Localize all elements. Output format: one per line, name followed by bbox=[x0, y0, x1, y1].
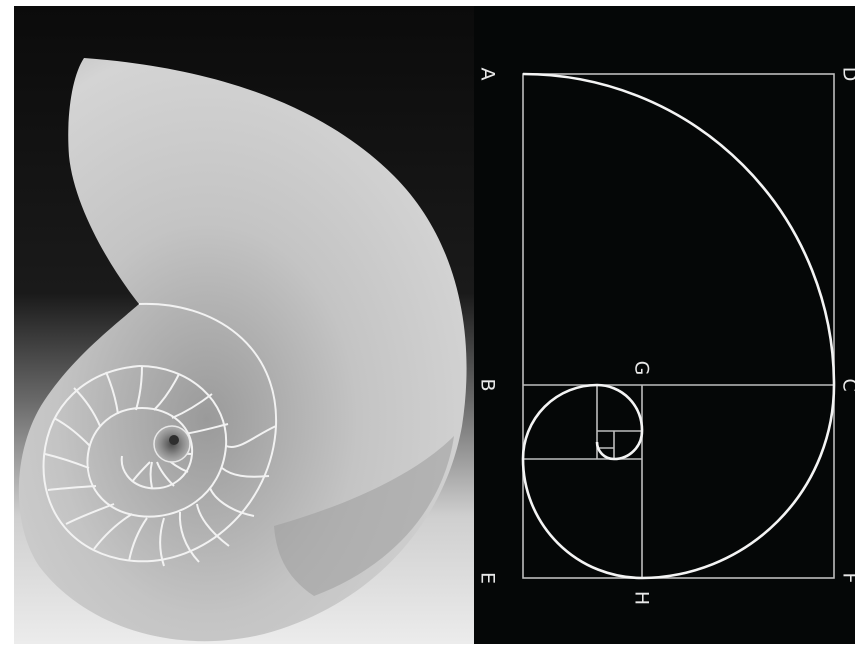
shell-core-center bbox=[169, 435, 179, 445]
golden-spiral-diagram: A B E G H D C F bbox=[474, 6, 855, 644]
nautilus-shell-photo bbox=[14, 6, 474, 644]
nautilus-shell-illustration bbox=[14, 6, 474, 644]
label-a: A bbox=[476, 68, 498, 81]
golden-spiral-svg: A B E G H D C F bbox=[474, 6, 855, 644]
label-b: B bbox=[476, 378, 498, 391]
label-f: F bbox=[838, 573, 855, 584]
diagram-background bbox=[474, 6, 855, 644]
label-d: D bbox=[838, 67, 855, 82]
label-c: C bbox=[838, 378, 855, 391]
label-e: E bbox=[476, 572, 498, 584]
label-g: G bbox=[630, 361, 652, 376]
label-h: H bbox=[630, 591, 652, 605]
